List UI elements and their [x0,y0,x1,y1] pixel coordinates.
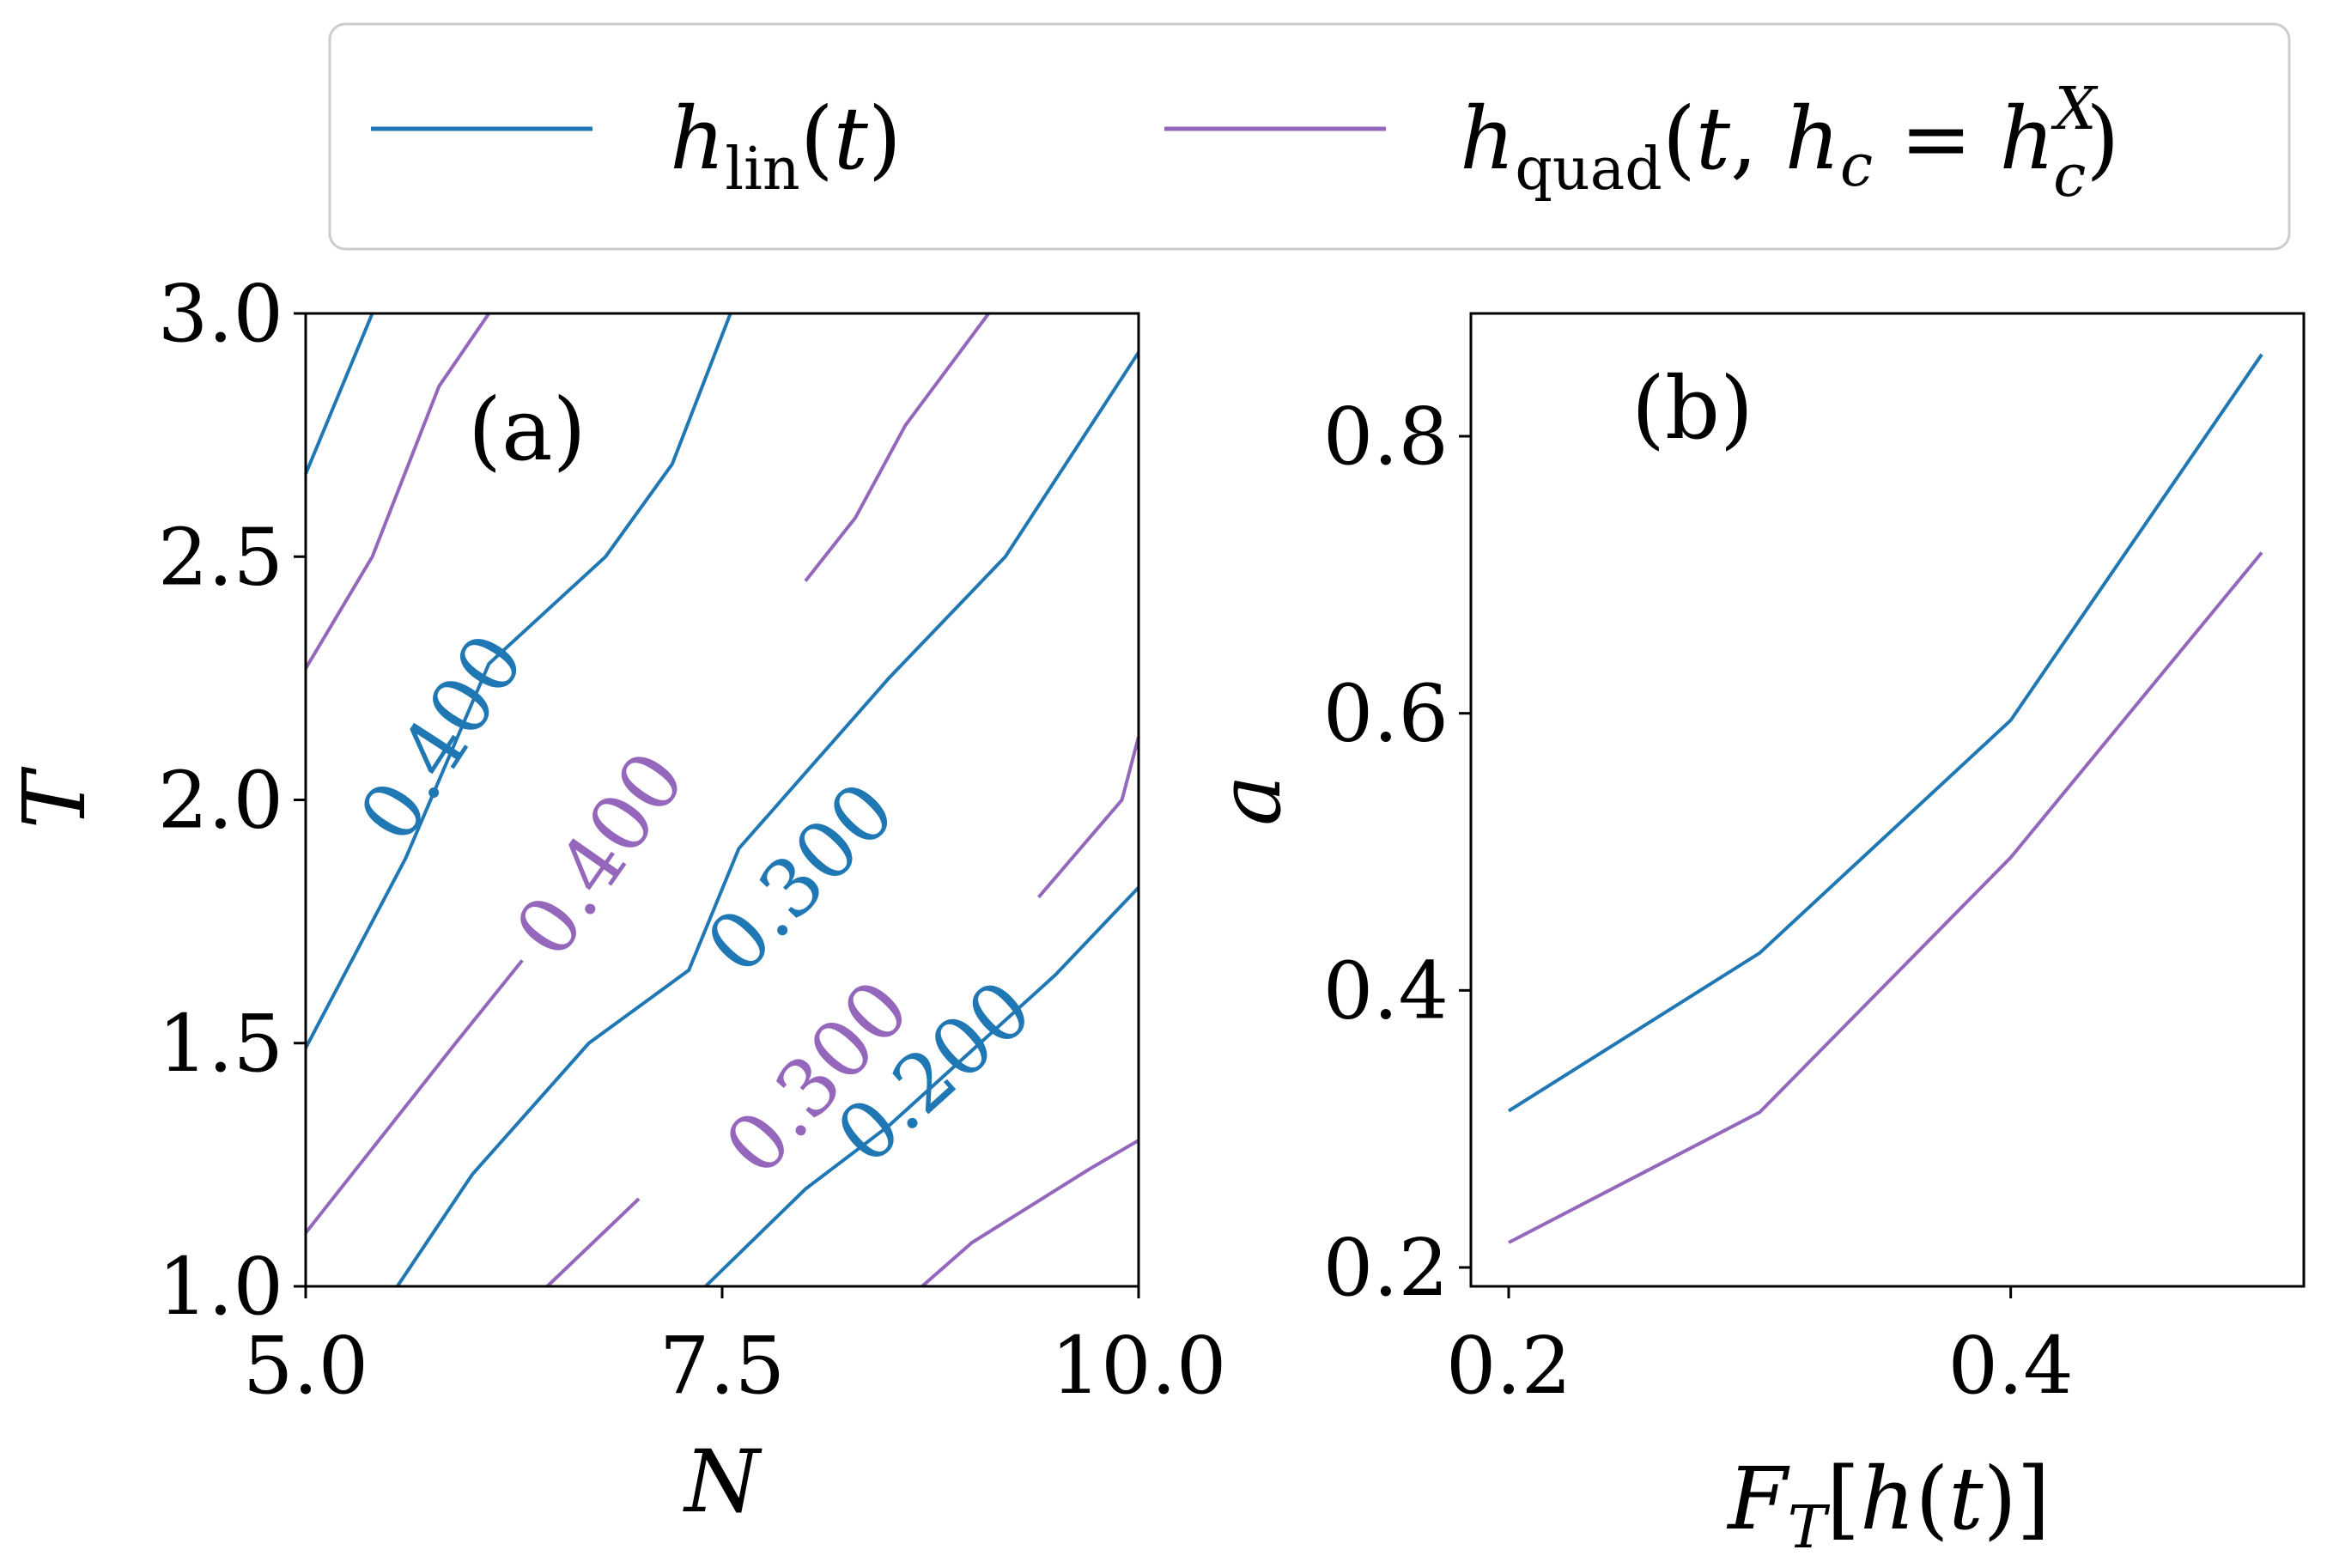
y-tick-label: 0.8 [1323,391,1449,483]
series-line-quad [1508,551,2263,1244]
series-line-lin [1507,353,2263,1113]
contour-label-quad-0-4: 0.400 [498,736,703,974]
x-tick-label: 7.5 [659,1320,785,1412]
contour-lin-0-3-seg-0 [396,351,1140,1288]
panel-a-x-ticks: 5.0 7.5 10.0 [243,1286,1227,1412]
contour-quad-0-3-seg-1 [920,1139,1140,1288]
line-series [1507,353,2263,1244]
legend-label-lin: hlin(t) [670,88,902,204]
contour-lin-0-4-seg-0 [304,313,732,1049]
panel-b-frame [1469,312,2306,1288]
contour-label-lin-0-4: 0.400 [342,618,542,858]
panel-b: 0.2 0.4 0.2 0.4 0.6 0.8 (b) FT[h(t)] a [1200,312,2306,1562]
contour-quad-0-4-seg-2 [545,1197,641,1288]
y-tick-label: 1.0 [158,1241,283,1333]
panel-a-label: (a) [468,380,586,480]
panel-b-y-ticks: 0.2 0.4 0.6 0.8 [1323,391,1471,1314]
panel-a-y-axis-label: T [4,766,105,829]
x-tick-label: 0.2 [1446,1320,1571,1412]
panel-b-x-ticks: 0.2 0.4 [1446,1286,2074,1412]
x-tick-label: 10.0 [1051,1320,1227,1412]
legend-frame [328,22,2291,251]
y-tick-label: 2.5 [158,511,283,603]
y-tick-label: 2.0 [158,755,283,847]
y-tick-label: 0.6 [1323,668,1449,760]
y-tick-label: 0.4 [1323,945,1449,1036]
panel-b-x-axis-label: FT[h(t)] [1726,1449,2050,1562]
contour-lin-0-5-seg-0 [304,313,374,475]
contour-quad-0-3-seg-2 [1037,736,1140,899]
contour-quad-0-4-seg-0 [304,312,491,670]
contour-lines [304,312,1140,1288]
contour-quad-0-4-seg-1 [304,959,524,1234]
x-tick-label: 5.0 [243,1320,368,1412]
contour-lin-0-2-seg-0 [704,886,1140,1288]
panel-b-y-axis-label: a [1200,775,1300,826]
x-tick-label: 0.4 [1948,1320,2074,1412]
contour-label-lin-0-3: 0.300 [690,765,913,992]
contour-quad-0-3-seg-0 [804,312,991,582]
y-tick-label: 1.5 [158,998,283,1090]
panel-a-x-axis-label: N [683,1431,763,1532]
panel-a-y-ticks: 1.0 1.5 2.0 2.5 3.0 [158,268,306,1333]
panel-b-label: (b) [1631,358,1753,459]
y-tick-label: 3.0 [158,268,283,360]
y-tick-label: 0.2 [1323,1222,1449,1314]
